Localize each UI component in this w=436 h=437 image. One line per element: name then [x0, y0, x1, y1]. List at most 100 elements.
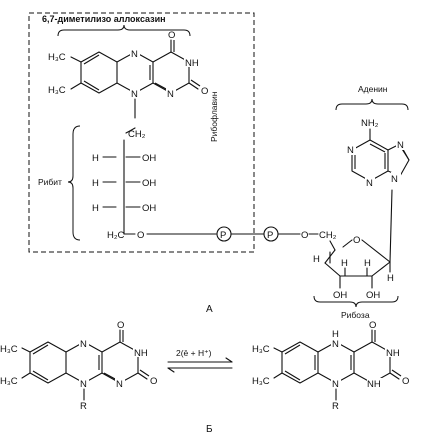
methyl-label: H₃C [0, 344, 18, 355]
h-label: H [387, 273, 394, 284]
methyl-bond [273, 347, 283, 353]
benzene-double-bond [83, 54, 100, 65]
atom-mask [331, 331, 341, 347]
carbonyl-bond [190, 79, 201, 87]
oxygen-label: O [353, 235, 360, 246]
methyl-bond [70, 82, 82, 90]
adenine-brace [335, 98, 409, 111]
caption-b: Б [206, 424, 213, 435]
ribose-bond [324, 262, 341, 277]
ch2-label: CH₂ [128, 129, 146, 140]
benzene-ring [29, 341, 67, 384]
n1-label: N [116, 379, 123, 390]
atom-mask [184, 57, 200, 67]
amino-label: NH₂ [361, 118, 379, 129]
n1-label: NH [367, 379, 381, 390]
oh-label: OH [142, 178, 156, 189]
n3-label: NH [386, 348, 400, 359]
atom-mask [331, 378, 341, 388]
carbonyl-bond [389, 372, 400, 380]
n-label: N [366, 178, 373, 189]
n5-label: N [332, 339, 339, 350]
atom-mask [166, 88, 176, 98]
n10-label: N [80, 379, 87, 390]
pyrimidine-ring [351, 139, 389, 182]
benzene-double-bond [284, 344, 301, 355]
phosphate-label: P [267, 230, 273, 241]
oxygen-label: O [117, 320, 124, 331]
methyl-bond [70, 56, 82, 63]
ribose-bond [361, 239, 391, 263]
adenine-label: Аденин [358, 84, 388, 94]
oh-label: OH [142, 153, 156, 164]
carbonyl-bond [391, 369, 402, 377]
ribose-bond [342, 239, 353, 248]
ribose-brace [313, 295, 399, 308]
h-label: H [92, 153, 99, 164]
n10-label: N [131, 89, 138, 100]
reaction-label: 2(ē + H⁺) [176, 348, 212, 358]
h2c-label: H₂C [107, 230, 125, 241]
benzene-double-bond [284, 370, 301, 381]
caption-a: А [206, 304, 213, 315]
chain-bond [125, 127, 136, 134]
ribose-bond [371, 261, 391, 277]
ribit-label: Рибит [38, 177, 62, 187]
pyrimidine-ring [101, 341, 139, 384]
methyl-label: H₃C [48, 52, 66, 63]
atom-mask [385, 347, 401, 357]
benzene-double-bond [32, 370, 49, 381]
oh-label: OH [333, 290, 347, 301]
atom-mask [133, 347, 149, 357]
carbonyl-bond [188, 82, 199, 90]
methyl-bond [21, 372, 31, 379]
n3-label: NH [134, 348, 148, 359]
n10-label: N [332, 379, 339, 390]
oxygen-label: O [402, 376, 409, 387]
oxygen-label: O [201, 86, 208, 97]
n1-label: N [167, 89, 174, 100]
methyl-bond [21, 347, 31, 353]
n5-label: N [131, 49, 138, 60]
n9-label: N [391, 174, 398, 185]
glycosidic-bond [389, 189, 393, 263]
riboflavin-label: Рибофлавин [209, 91, 219, 142]
h-label: H [92, 203, 99, 214]
pyrimidine-double-bond [154, 82, 169, 91]
atom-mask [115, 378, 125, 388]
oh-label: OH [366, 290, 380, 301]
pyrimidine-ring [353, 341, 391, 384]
benzene-ring [281, 341, 319, 384]
atom-mask [79, 338, 89, 348]
ribose-bond [329, 240, 336, 251]
pyrimidine-ring [152, 51, 190, 94]
n3-label: NH [185, 58, 199, 69]
atom-mask [396, 139, 406, 150]
ribit-brace [67, 125, 81, 241]
methyl-label: H₃C [252, 376, 270, 387]
ribose-label: Рибоза [341, 310, 370, 320]
atom-mask [130, 88, 140, 98]
benzene-ring [80, 51, 118, 94]
phosphate-label: P [220, 230, 226, 241]
methyl-label: H₃C [48, 85, 66, 96]
ch2-label: CH₂ [319, 230, 337, 241]
atom-mask [391, 172, 401, 183]
h-label: H [332, 329, 339, 340]
oxygen-label: O [301, 230, 308, 241]
benzene-double-bond [32, 344, 49, 355]
n-label: N [347, 145, 354, 156]
oh-label: OH [142, 203, 156, 214]
methyl-label: H₃C [252, 344, 270, 355]
atom-mask [130, 48, 140, 58]
r-label: R [332, 401, 339, 412]
methyl-bond [273, 372, 283, 379]
n5-label: N [80, 339, 87, 350]
forward-arrowhead [225, 357, 233, 363]
oxygen-label: O [369, 320, 376, 331]
r-label: R [80, 401, 87, 412]
carbonyl-bond [137, 372, 148, 380]
atom-mask [346, 144, 356, 155]
methyl-label: H₃C [0, 376, 18, 387]
